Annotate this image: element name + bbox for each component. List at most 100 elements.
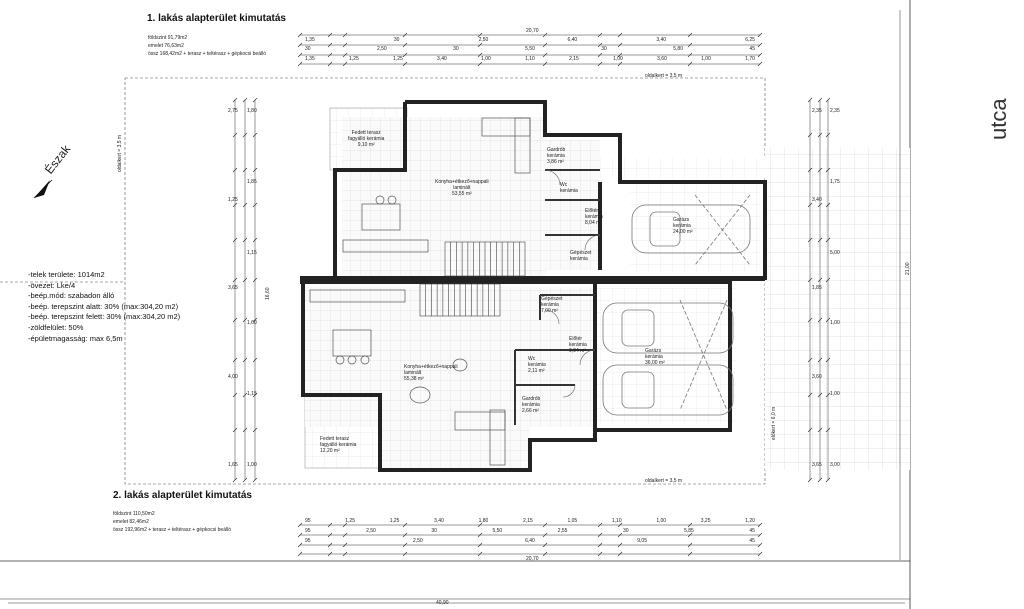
garage-cars bbox=[602, 194, 751, 416]
dimension-value: 5,50 bbox=[525, 46, 535, 52]
room-name: Előtér bbox=[569, 336, 583, 342]
room-name: Garázs bbox=[673, 217, 690, 223]
area-line: össz 168,42m2 + terasz + teltérasz + gép… bbox=[148, 51, 266, 57]
dimension-tick bbox=[402, 32, 408, 38]
dimension-tick bbox=[477, 32, 483, 38]
dimension-tick bbox=[757, 542, 763, 548]
dimension-value: 3,60 bbox=[657, 56, 667, 62]
dimension-tick bbox=[252, 427, 258, 433]
dimension-tick bbox=[825, 167, 831, 173]
dimension-tick bbox=[327, 542, 333, 548]
dimension-value: 45 bbox=[749, 46, 755, 52]
room-area: 8,04 m² bbox=[585, 220, 602, 226]
room-floor: kerámia bbox=[569, 342, 587, 348]
site-info-line: -épületmagasság: max 6,5m bbox=[28, 333, 123, 343]
dimension-value: 1,00 bbox=[481, 56, 491, 62]
room-label-living-top: Konyha+étkező+nappali laminált 53,55 m² bbox=[435, 179, 489, 197]
dimension-tick bbox=[807, 392, 813, 398]
dimension-tick bbox=[807, 427, 813, 433]
dimension-tick bbox=[297, 551, 303, 557]
site-info-line: -telek területe: 1014m2 bbox=[28, 270, 105, 279]
dimension-value: 3,40 bbox=[656, 37, 667, 43]
dimension-tick bbox=[327, 61, 333, 67]
dimension-tick bbox=[597, 61, 603, 67]
dimension-tick bbox=[817, 97, 823, 103]
dimension-tick bbox=[542, 61, 548, 67]
dimension-tick bbox=[597, 522, 603, 528]
dimension-tick bbox=[542, 52, 548, 58]
dimension-ticks bbox=[232, 32, 831, 557]
dimension-tick bbox=[242, 167, 248, 173]
dimension-value: 95 bbox=[305, 518, 311, 524]
dimension-tick bbox=[252, 277, 258, 283]
interior-floors bbox=[305, 117, 760, 470]
room-area: 9,10 m² bbox=[357, 142, 375, 148]
dimension-value: 3,65 bbox=[812, 462, 822, 468]
dimension-value: 6,40 bbox=[567, 37, 578, 43]
dimension-tick bbox=[825, 317, 831, 323]
dimension-tick bbox=[232, 392, 238, 398]
front-setback-label: előkert = 6,0 m bbox=[771, 406, 777, 440]
dimension-tick bbox=[597, 42, 603, 48]
dimension-tick bbox=[807, 167, 813, 173]
dimension-tick bbox=[807, 357, 813, 363]
dimension-tick bbox=[477, 532, 483, 538]
dimension-tick bbox=[342, 61, 348, 67]
title-unit-2: 2. lakás alapterület kimutatás bbox=[113, 490, 252, 501]
dimension-value: 1,25 bbox=[228, 196, 238, 203]
dimension-value: 1,80 bbox=[478, 518, 489, 524]
dimension-tick bbox=[757, 52, 763, 58]
room-floor: kerámia bbox=[673, 223, 691, 229]
dimension-value: 2,35 bbox=[812, 108, 822, 114]
dimension-tick bbox=[817, 167, 823, 173]
room-area: 53,55 m² bbox=[451, 191, 472, 197]
dimension-tick bbox=[617, 42, 623, 48]
dimension-value: 5,80 bbox=[673, 46, 683, 52]
dimension-value: 95 bbox=[305, 538, 311, 544]
room-name: Wc bbox=[560, 182, 568, 188]
dimension-value: 9,05 bbox=[637, 538, 647, 544]
site-info-line: -beép. terepszint felett: 30% (max:304,2… bbox=[28, 312, 181, 322]
room-area: 2,66 m² bbox=[522, 408, 539, 414]
site-depth-label: 21,00 bbox=[905, 262, 911, 275]
dimension-tick bbox=[477, 551, 483, 557]
area-line: földszint 91,79m2 bbox=[148, 35, 188, 41]
dimension-tick bbox=[817, 277, 823, 283]
dimension-value: 1,25 bbox=[389, 518, 400, 524]
dimension-tick bbox=[252, 317, 258, 323]
dimension-tick bbox=[757, 32, 763, 38]
room-name: Gardrób bbox=[522, 396, 541, 402]
dimension-tick bbox=[687, 42, 693, 48]
dimension-value: 5,50 bbox=[492, 528, 503, 534]
dimension-tick bbox=[342, 32, 348, 38]
dimension-tick bbox=[817, 357, 823, 363]
dimension-value: 1,00 bbox=[613, 56, 623, 62]
dimension-value: 30 bbox=[393, 37, 400, 43]
room-floor: kerámia bbox=[547, 153, 565, 159]
dimension-tick bbox=[327, 522, 333, 528]
area-line: emelet 82,46m2 bbox=[113, 519, 149, 525]
room-label-storage-top: Gardrób kerámia 3,86 m² bbox=[547, 147, 565, 165]
dimension-value: 45 bbox=[749, 528, 755, 534]
site-width-label: 40,90 bbox=[436, 600, 449, 606]
site-info-line: -beép.mód: szabadon álló bbox=[28, 291, 115, 301]
room-area: 9,04 m² bbox=[569, 348, 586, 354]
dimension-tick bbox=[597, 542, 603, 548]
dimension-tick bbox=[807, 277, 813, 283]
dimension-tick bbox=[757, 551, 763, 557]
dimension-tick bbox=[242, 132, 248, 138]
room-area: 7,00 m² bbox=[541, 308, 558, 314]
room-name: Fedett terasz bbox=[351, 130, 381, 136]
dimension-value: 1,85 bbox=[247, 178, 257, 185]
sheet-frame bbox=[0, 0, 911, 609]
dimension-value: 6,25 bbox=[745, 37, 755, 43]
dimension-tick bbox=[242, 97, 248, 103]
dimension-tick bbox=[477, 42, 483, 48]
room-label-storage-bottom: Gardrób kerámia 2,66 m² bbox=[522, 396, 540, 414]
dimension-tick bbox=[817, 237, 823, 243]
dimension-tick bbox=[807, 317, 813, 323]
dimension-value: 1,00 bbox=[830, 320, 840, 327]
dimension-value: 1,10 bbox=[611, 518, 622, 524]
